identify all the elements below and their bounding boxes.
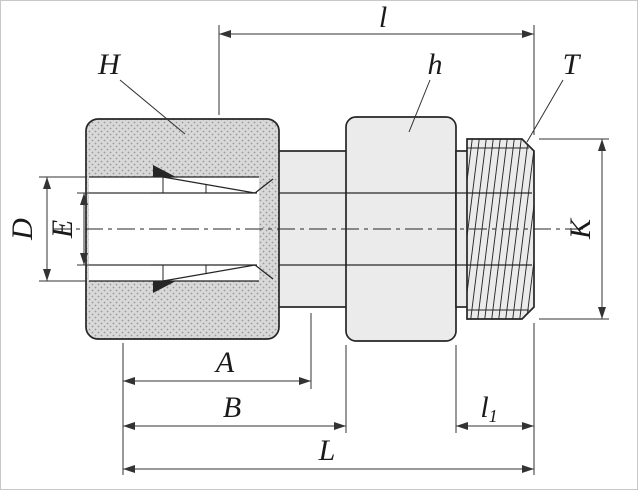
label-l: l bbox=[379, 1, 387, 34]
ferrule-section-top bbox=[153, 165, 176, 177]
seat-cone-bottom bbox=[254, 264, 274, 280]
label-l1: l1 bbox=[480, 391, 497, 426]
ferrule-cone-bottom bbox=[162, 264, 256, 282]
leader-line bbox=[526, 79, 564, 143]
callout-H: H bbox=[97, 48, 186, 135]
label-H: H bbox=[97, 48, 122, 81]
dimension-A: A bbox=[122, 313, 312, 475]
dimension-E: E bbox=[46, 192, 151, 266]
leader-line bbox=[119, 79, 186, 135]
callout-h: h bbox=[408, 48, 443, 133]
label-E: E bbox=[46, 220, 79, 239]
label-h: h bbox=[428, 48, 443, 81]
dimension-D: D bbox=[6, 176, 87, 282]
label-L: L bbox=[318, 434, 336, 467]
label-D: D bbox=[6, 218, 39, 241]
dimension-l: l bbox=[218, 1, 535, 135]
dimension-K: K bbox=[539, 138, 609, 320]
label-T: T bbox=[563, 48, 582, 81]
label-B: B bbox=[223, 391, 241, 424]
dimension-l1: l1 bbox=[455, 323, 535, 475]
ferrule-section-bottom bbox=[153, 281, 176, 293]
fitting-body bbox=[257, 116, 535, 342]
label-A: A bbox=[214, 346, 235, 379]
leader-line bbox=[408, 79, 431, 133]
dimension-B: B bbox=[123, 345, 347, 433]
ferrule-cone-top bbox=[162, 176, 256, 194]
seat-cone-top bbox=[254, 178, 274, 194]
label-K: K bbox=[564, 217, 597, 240]
dimension-L: L bbox=[123, 434, 534, 473]
callout-T: T bbox=[526, 48, 582, 143]
